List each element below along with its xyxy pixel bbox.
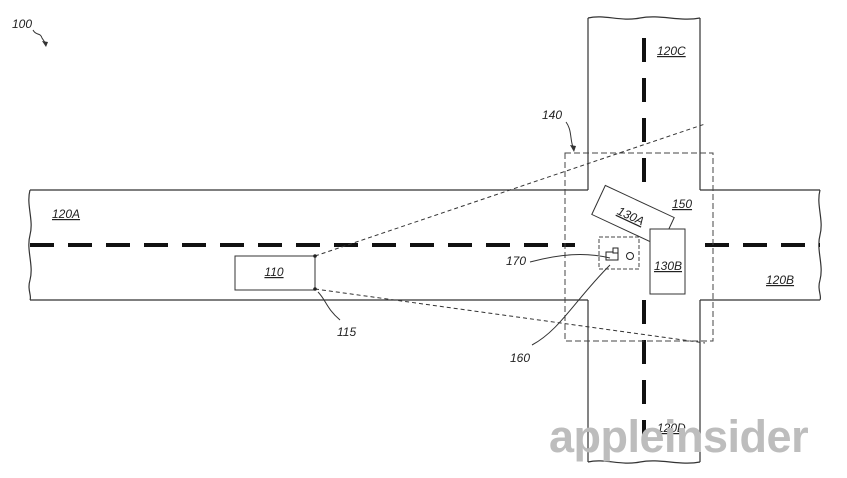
sensor-115-dot-lower (313, 287, 317, 291)
road-120A-label: 120A (52, 207, 80, 221)
road-bottom-break-edge (587, 460, 701, 464)
leader-100-arrow (42, 41, 48, 47)
road-left-break-edge (28, 189, 32, 301)
appleinsider-watermark: appleinsider (549, 411, 808, 462)
road-top-break-edge (587, 16, 701, 20)
leader-170 (529, 254, 611, 263)
road-120B-label: 120B (766, 273, 794, 287)
vehicle-130B (649, 228, 686, 295)
leader-140 (565, 121, 574, 148)
ref-100-label: 100 (12, 17, 32, 31)
sensor-115-label: 115 (337, 325, 356, 339)
leader-115 (317, 291, 341, 321)
horizontal-road (28, 189, 822, 301)
region-150-label: 150 (672, 197, 692, 211)
pedestrian-160-region (598, 236, 640, 270)
sensor-field-of-view (314, 123, 706, 344)
road-120C-label: 120C (657, 44, 686, 58)
vehicle-110 (234, 255, 316, 291)
region-140-label: 140 (542, 108, 562, 122)
leader-160 (531, 264, 611, 346)
marker-170-label: 170 (506, 254, 526, 268)
region-140-box (564, 152, 714, 342)
road-right-break-edge (818, 189, 822, 301)
pedestrian-icon (605, 247, 634, 261)
vehicle-130B-label: 130B (654, 259, 682, 273)
sensor-115-dot-upper (313, 254, 317, 258)
road-120D-label: 120D (657, 421, 686, 435)
pedestrian-160-label: 160 (510, 351, 530, 365)
vehicle-110-label: 110 (264, 265, 283, 279)
leader-140-arrow (570, 145, 576, 152)
leader-100 (32, 29, 47, 45)
